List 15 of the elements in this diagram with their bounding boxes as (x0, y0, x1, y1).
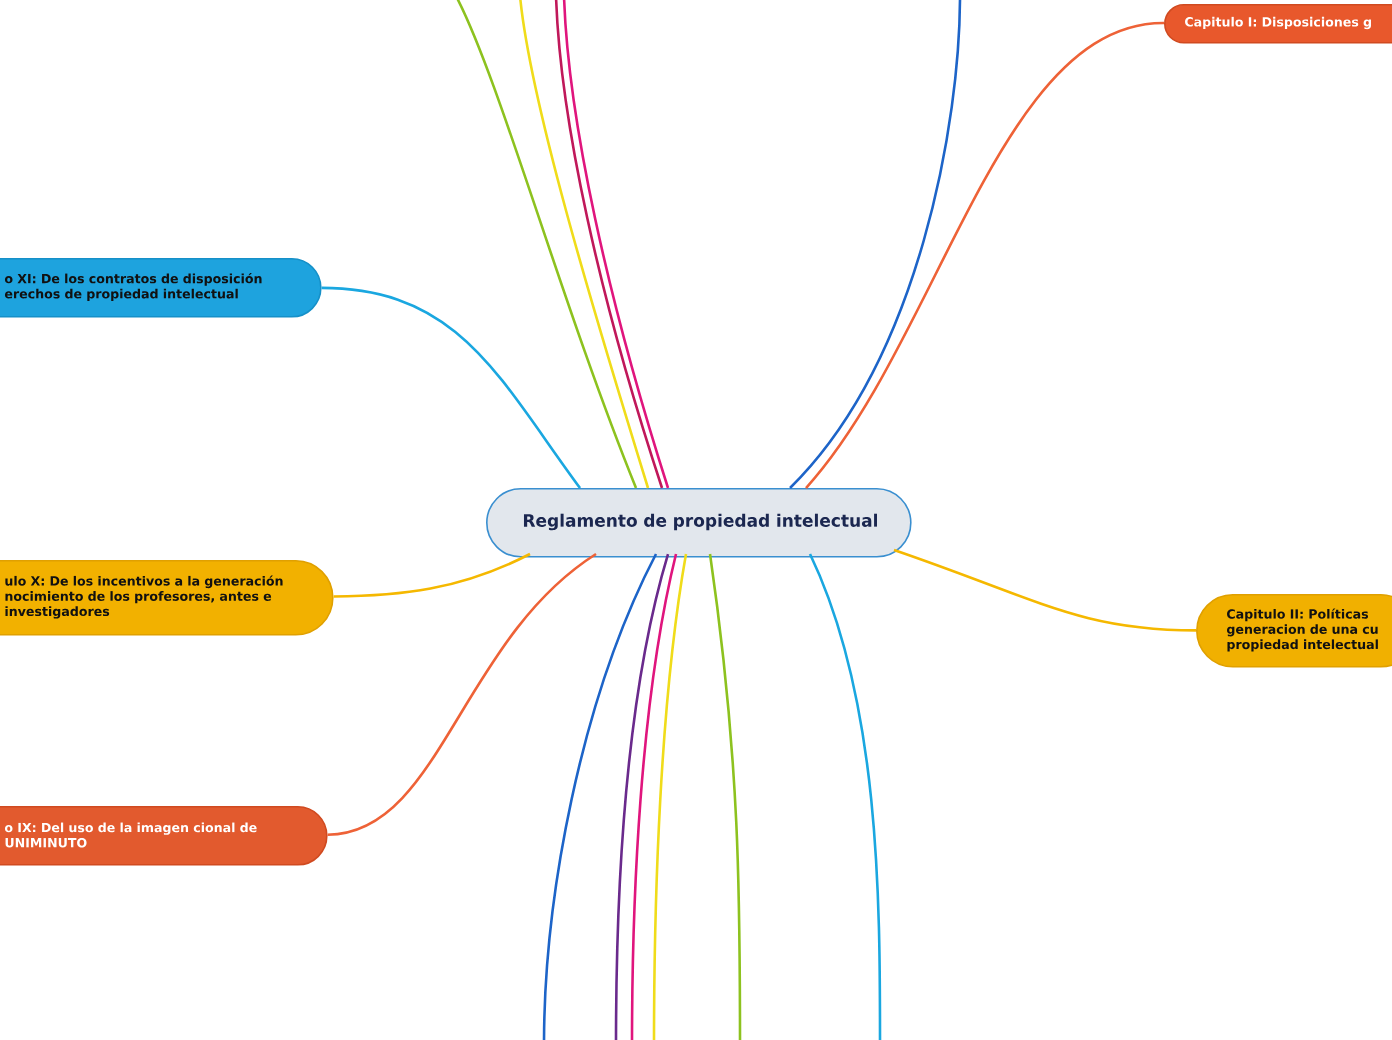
connector-line (630, 553, 678, 1040)
connector-line (454, 0, 638, 489)
connector-line (789, 0, 962, 489)
connector-line (652, 553, 688, 1040)
connector-line (614, 553, 670, 1040)
connector-line (805, 21, 1165, 489)
connector-line (893, 548, 1197, 632)
connector-line (333, 552, 531, 598)
central-topic-box: Reglamento de propiedad intelectual (486, 488, 912, 558)
connector-line (327, 552, 597, 836)
connector-line (808, 553, 882, 1040)
connector-line (518, 0, 650, 489)
connector-line (321, 286, 582, 489)
connector-line (708, 553, 742, 1040)
connector-line (542, 553, 658, 1040)
